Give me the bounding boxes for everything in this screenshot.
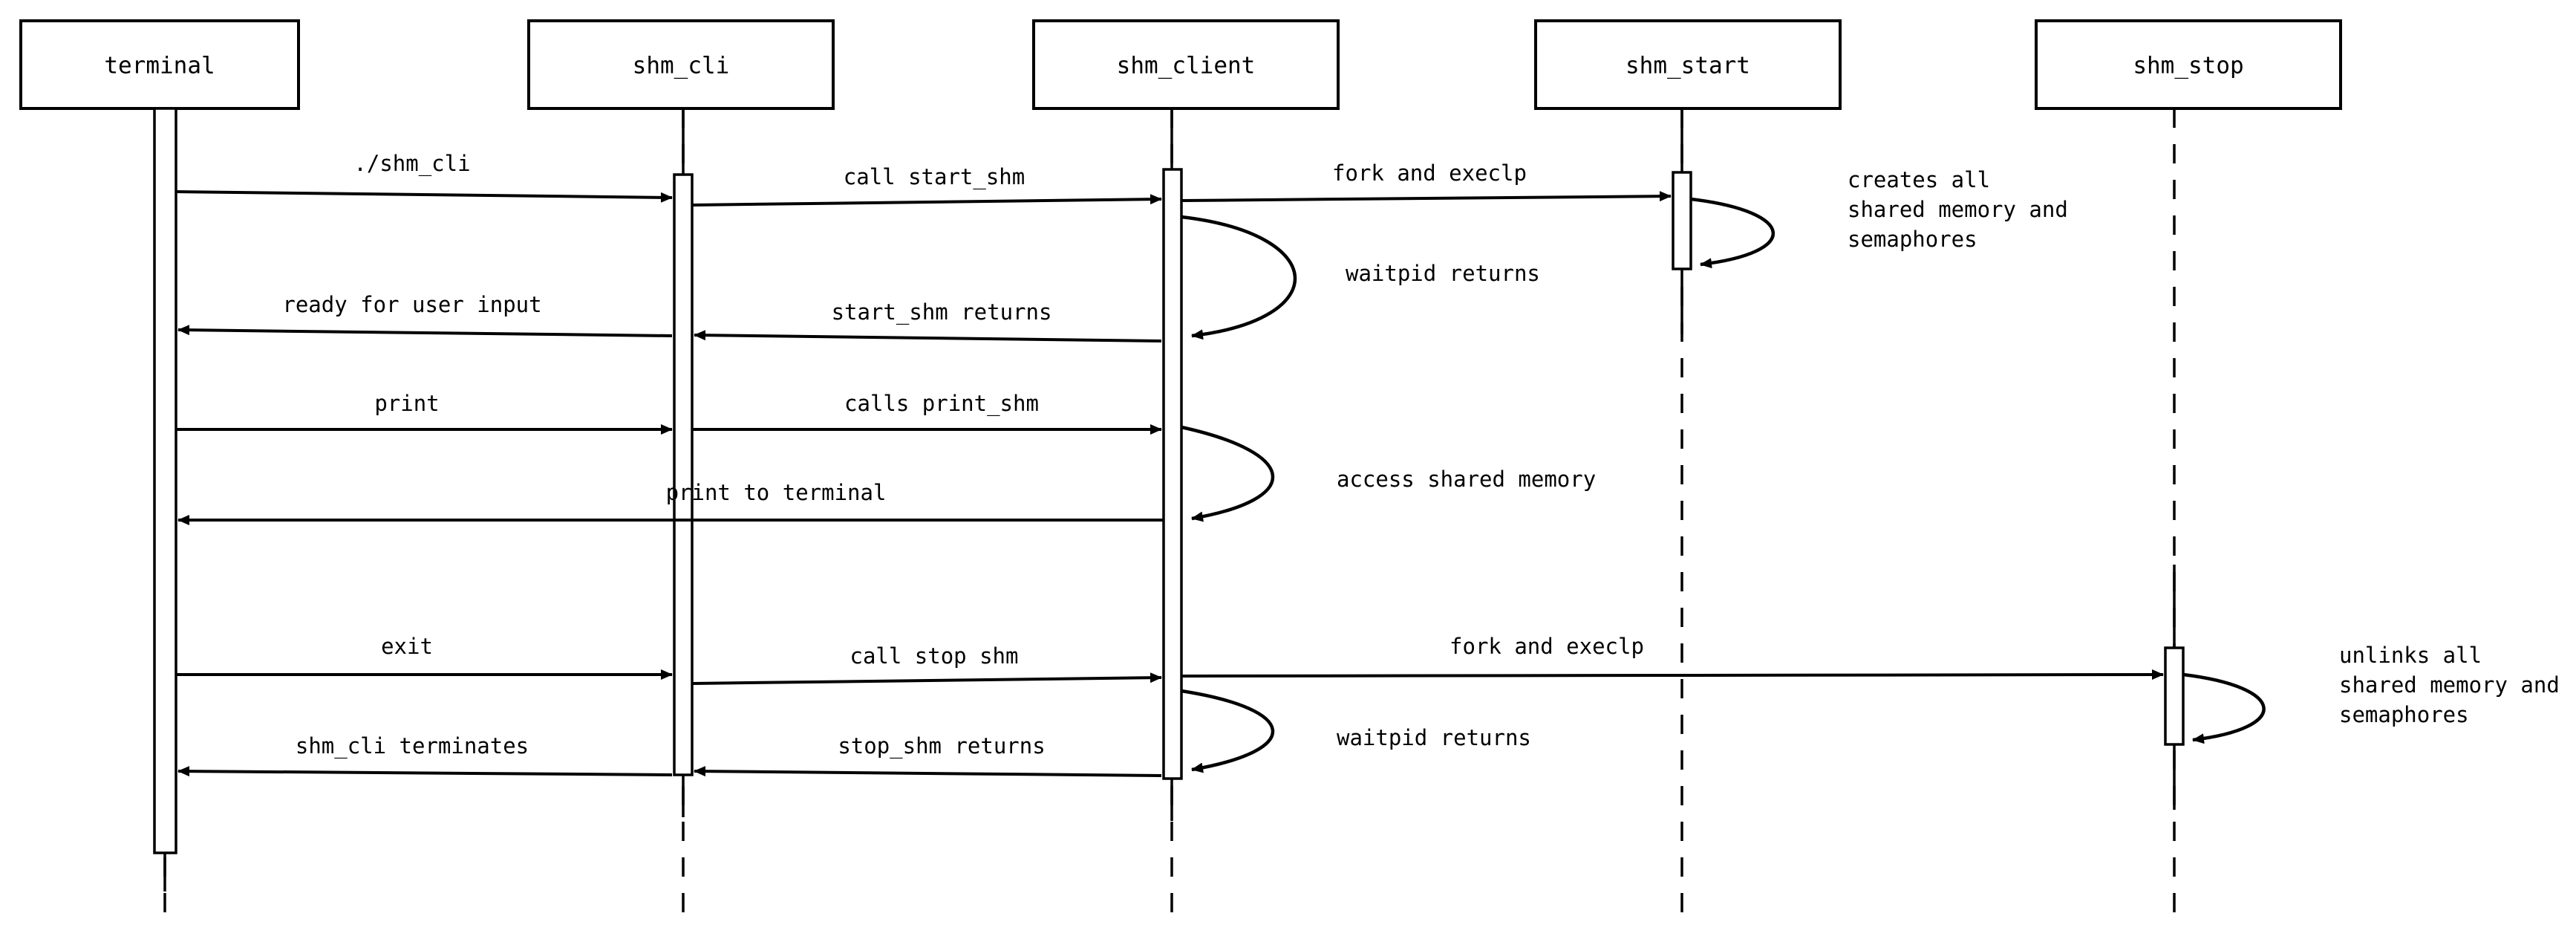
participant-shm-client[interactable]: shm_client <box>1032 19 1340 110</box>
self-loop-path <box>1181 215 1297 340</box>
activation-bar-terminal <box>153 107 177 854</box>
message-start-shm-returns[interactable]: start_shm returns <box>694 299 1162 342</box>
message-label: access shared memory <box>1337 467 1596 492</box>
message-fork-execlp-stop[interactable]: fork and execlp <box>1181 634 2164 681</box>
message-print[interactable]: print <box>176 391 673 435</box>
message-label: start_shm returns <box>832 299 1052 325</box>
self-message-unlinks-all[interactable]: unlinks all shared memory and semaphores <box>2182 643 2560 744</box>
participant-terminal[interactable]: terminal <box>19 19 300 110</box>
participant-label-shm-stop: shm_stop <box>2133 53 2243 79</box>
message-label: call stop shm <box>850 643 1019 669</box>
message-fork-execlp-start[interactable]: fork and execlp <box>1181 160 1672 202</box>
message-shm-cli-invoke[interactable]: ./shm_cli <box>175 151 673 203</box>
message-label: fork and execlp <box>1332 160 1527 186</box>
message-arrow-line <box>1181 191 1672 202</box>
note-unlinks-all-line-1: unlinks all <box>2339 643 2482 668</box>
participant-label-shm-client: shm_client <box>1117 53 1256 79</box>
message-arrow-line <box>1181 669 2164 681</box>
note-creates-all-line-3: semaphores <box>1848 227 1977 252</box>
message-arrow-line <box>177 766 673 777</box>
message-arrow-line <box>694 330 1162 342</box>
message-label: stop_shm returns <box>838 733 1045 759</box>
activation-rect-shm-stop <box>2164 646 2185 746</box>
note-unlinks-all-line-2: shared memory and <box>2339 672 2560 698</box>
participant-box-terminal <box>19 19 300 110</box>
message-arrow-line <box>691 672 1162 685</box>
self-loop-path <box>2182 672 2266 744</box>
participant-shm-start[interactable]: shm_start <box>1534 19 1842 110</box>
participant-shm-stop[interactable]: shm_stop <box>2035 19 2342 110</box>
activation-rect-terminal <box>153 107 177 854</box>
message-label: exit <box>381 634 433 659</box>
message-label: waitpid returns <box>1337 725 1531 750</box>
activation-bar-shm-start <box>1672 171 1692 270</box>
participant-box-shm-start <box>1534 19 1842 110</box>
message-arrow-line <box>691 194 1162 207</box>
message-shm-cli-terminates[interactable]: shm_cli terminates <box>177 733 673 777</box>
lifeline-stubs-group <box>163 108 2176 892</box>
activation-rect-shm-client <box>1162 168 1183 780</box>
activation-rect-shm-cli <box>673 173 694 776</box>
message-label: ./shm_cli <box>353 151 470 177</box>
message-arrow-line <box>694 766 1162 777</box>
activation-bar-shm-client <box>1162 168 1183 780</box>
message-label: fork and execlp <box>1450 634 1644 659</box>
note-unlinks-all-line-3: semaphores <box>2339 702 2469 727</box>
message-arrow-line <box>177 325 673 337</box>
note-creates-all-line-2: shared memory and <box>1848 197 2068 222</box>
activation-bar-shm-stop <box>2164 646 2185 746</box>
participant-box-shm-cli <box>527 19 835 110</box>
message-label: print to terminal <box>666 480 887 505</box>
message-exit[interactable]: exit <box>176 634 673 680</box>
participant-shm-cli[interactable]: shm_cli <box>527 19 835 110</box>
self-message-waitpid-returns-2[interactable]: waitpid returns <box>1181 689 1531 773</box>
self-message-access-shared-memory[interactable]: access shared memory <box>1181 425 1596 522</box>
self-loop-path <box>1181 689 1275 773</box>
message-label: waitpid returns <box>1346 261 1540 286</box>
self-message-waitpid-returns-1[interactable]: waitpid returns <box>1181 215 1540 340</box>
activation-bar-shm-cli <box>673 173 694 776</box>
participant-box-shm-client <box>1032 19 1340 110</box>
self-loop-path <box>1181 425 1275 522</box>
self-message-creates-all[interactable]: creates all shared memory and semaphores <box>1690 167 2068 269</box>
message-label: calls print_shm <box>844 391 1039 417</box>
message-arrow-line <box>175 190 673 203</box>
message-stop-shm-returns[interactable]: stop_shm returns <box>694 733 1162 777</box>
message-label: print <box>374 391 439 416</box>
message-label: shm_cli terminates <box>296 733 529 759</box>
self-loop-path <box>1690 197 1776 269</box>
note-creates-all-line-1: creates all <box>1848 167 1990 192</box>
message-call-stop-shm[interactable]: call stop shm <box>691 643 1162 685</box>
message-calls-print-shm[interactable]: calls print_shm <box>692 391 1162 435</box>
participant-label-terminal: terminal <box>104 53 215 79</box>
participant-label-shm-start: shm_start <box>1626 53 1750 79</box>
participant-label-shm-cli: shm_cli <box>633 53 730 79</box>
participant-box-shm-stop <box>2035 19 2342 110</box>
message-label: call start_shm <box>844 164 1025 190</box>
message-label: ready for user input <box>282 292 541 317</box>
message-call-start-shm[interactable]: call start_shm <box>691 164 1162 207</box>
activation-rect-shm-start <box>1672 171 1692 270</box>
message-print-to-terminal[interactable]: print to terminal <box>177 480 1164 525</box>
message-ready-for-user-input[interactable]: ready for user input <box>177 292 673 337</box>
